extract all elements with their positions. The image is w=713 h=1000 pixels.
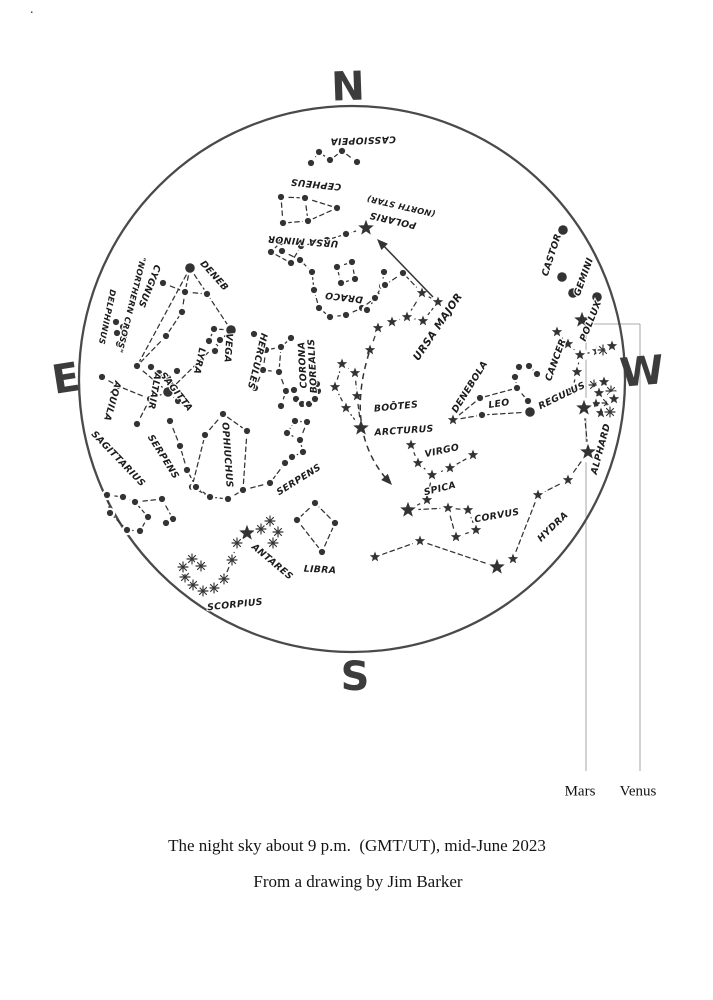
- constellation-libra: [296, 502, 336, 554]
- label-serpens-west: SERPENS: [145, 433, 181, 481]
- constellation-aquila-stars: [96, 371, 184, 430]
- venus-label: Venus: [619, 783, 657, 800]
- mars-label: Mars: [564, 783, 596, 800]
- compass-west-label: W: [618, 347, 666, 397]
- label-draco: DRACO: [324, 289, 363, 305]
- constellation-bootes-stars: [327, 356, 372, 439]
- constellation-libra-stars: [291, 497, 341, 558]
- constellation-cancer-stars: [549, 324, 605, 398]
- label-virgo: VIRGO: [424, 442, 461, 460]
- compass-south-label: S: [340, 654, 370, 700]
- stars-layer: [96, 145, 622, 599]
- label-cygnus: DENEB: [198, 259, 231, 294]
- constellation-cassiopeia-stars: [305, 145, 363, 169]
- label-corona-borealis: BOREALIS: [306, 338, 320, 393]
- label-aquila: ALTAIR: [145, 371, 162, 410]
- label-leo: LEO: [488, 397, 511, 411]
- label-libra: LIBRA: [303, 564, 336, 577]
- label-cepheus: CEPHEUS: [290, 176, 342, 192]
- constellation-sagittarius-stars: [101, 489, 179, 537]
- arrows-layer: [359, 239, 434, 485]
- chart-caption: The night sky about 9 p.m. (GMT/UT), mid…: [168, 836, 546, 855]
- compass-north-label: N: [330, 63, 366, 111]
- constellation-corvus-stars: [440, 500, 484, 545]
- label-cassiopeia: CASSIOPEIA: [330, 133, 396, 146]
- arrow-head: [381, 473, 392, 485]
- constellation-ophiuchus: [191, 413, 248, 500]
- label-leo: DENEBOLA: [450, 359, 491, 415]
- constellation-corona-borealis-stars: [288, 378, 324, 410]
- horizon-circle: [77, 104, 627, 654]
- corner-mark: .: [30, 2, 34, 17]
- constellation-scorpius-stars: [175, 513, 286, 599]
- constellation-star-cluster-stars: [586, 338, 622, 421]
- label-virgo: SPICA: [423, 480, 457, 499]
- label-hydra: HYDRA: [535, 510, 570, 545]
- label-lyra: VEGA: [221, 333, 234, 363]
- label-gemini: GEMINI: [572, 256, 596, 298]
- constellation-hydra-stars: [367, 441, 599, 578]
- arrow-head: [377, 239, 388, 250]
- constellation-serpens-west-stars: [164, 415, 202, 493]
- label-scorpius: SCORPIUS: [207, 597, 264, 614]
- constellation-virgo-stars: [397, 437, 481, 521]
- constellation-cepheus-stars: [275, 191, 343, 229]
- constellation-draco-stars: [276, 245, 390, 323]
- chart-credit: From a drawing by Jim Barker: [253, 872, 463, 891]
- label-lyra: LYRA: [191, 347, 207, 376]
- label-corvus: CORVUS: [474, 507, 521, 526]
- constellation-gemini-stars: [555, 223, 604, 304]
- label-cancer: CANCER: [543, 337, 568, 382]
- constellation-ursa-major-stars: [361, 267, 446, 358]
- label-corona-borealis: CORONA: [296, 341, 309, 388]
- constellation-leo-stars: [445, 360, 543, 428]
- label-hercules: HERCULES: [245, 332, 270, 390]
- constellation-serpens-east-stars: [264, 415, 313, 489]
- label-bootes: BOŌTES: [373, 399, 418, 415]
- label-ophiuchus: OPHIUCHUS: [219, 422, 235, 488]
- constellation-cygnus-stars: [131, 261, 213, 372]
- label-aquila: AQUILA: [101, 379, 123, 423]
- constellation-hercules-stars: [248, 328, 297, 412]
- constellation-delphinus-stars: [110, 316, 130, 350]
- constellation-ursa-minor-stars: [265, 217, 377, 269]
- constellation-lyra-stars: [203, 323, 238, 357]
- label-bootes: ARCTURUS: [373, 423, 434, 438]
